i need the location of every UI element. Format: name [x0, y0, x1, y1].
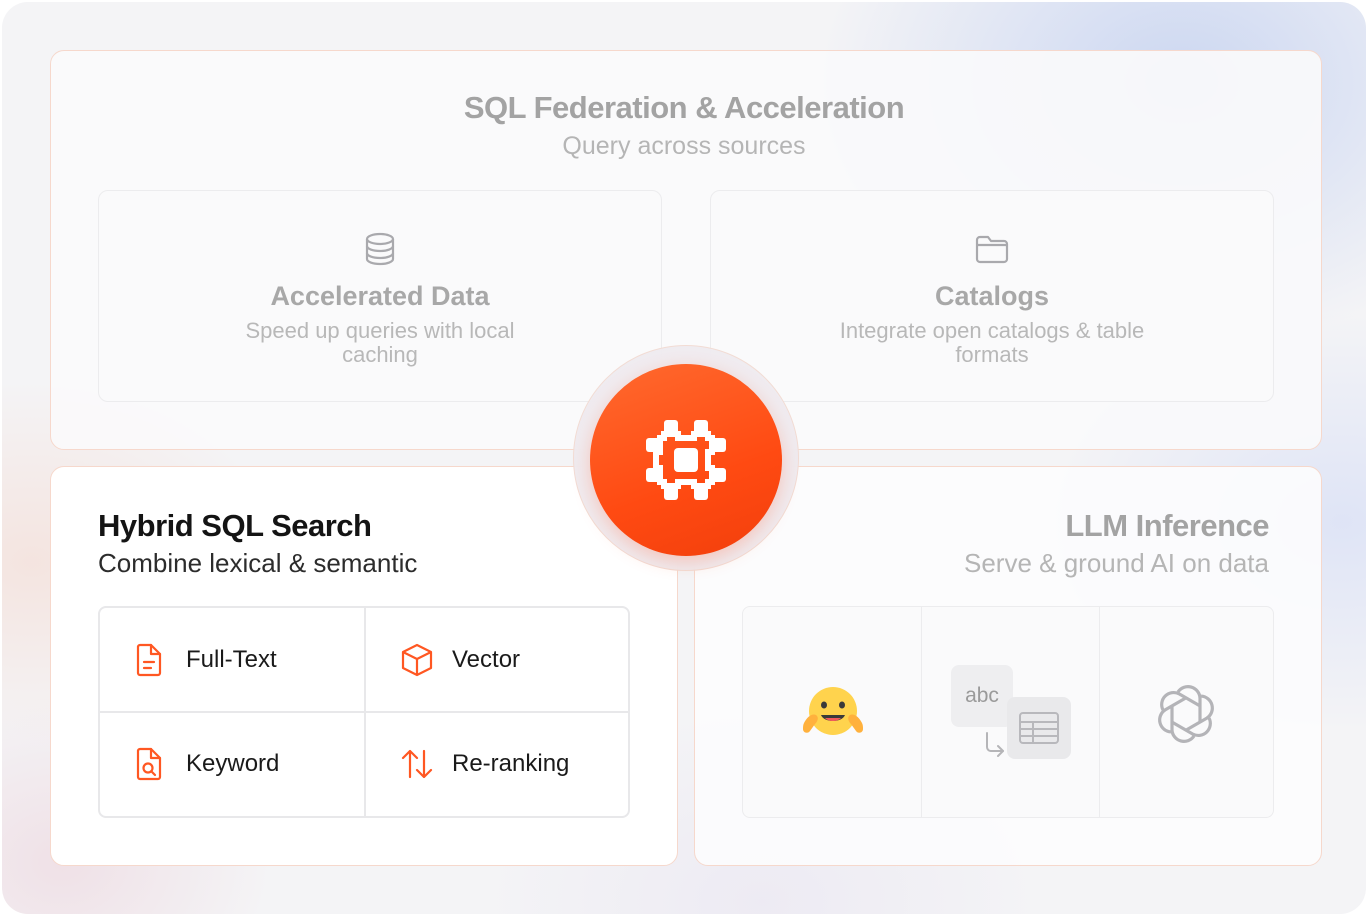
text-token-box: abc	[951, 665, 1013, 727]
feature-label: Full-Text	[186, 646, 277, 673]
catalogs-card: Catalogs Integrate open catalogs & table…	[710, 190, 1274, 402]
document-icon	[136, 643, 162, 677]
hub-logo	[590, 364, 782, 556]
document-search-icon	[136, 747, 162, 781]
feature-label: Re-ranking	[452, 750, 570, 777]
federation-title: SQL Federation & Acceleration	[463, 90, 905, 125]
model-providers: abc	[742, 606, 1274, 818]
catalogs-title: Catalogs	[934, 281, 1050, 311]
arrows-up-down-icon	[401, 749, 433, 779]
feature-keyword: Keyword	[100, 712, 364, 816]
feature-full-text: Full-Text	[100, 608, 364, 712]
openai-icon	[1158, 685, 1214, 743]
spice-logo-icon	[646, 420, 726, 500]
hybrid-search-title: Hybrid SQL Search	[98, 508, 372, 543]
database-icon	[365, 232, 395, 266]
feature-vector: Vector	[366, 608, 630, 712]
llm-inference-subtitle: Serve & ground AI on data	[964, 548, 1269, 578]
arrow-turn-icon	[986, 732, 1004, 757]
table-icon	[1019, 712, 1059, 744]
cube-icon	[401, 643, 433, 677]
feature-label: Keyword	[186, 750, 280, 777]
hybrid-search-subtitle: Combine lexical & semantic	[98, 548, 418, 578]
feature-re-ranking: Re-ranking	[366, 712, 630, 816]
search-features-grid: Full-Text Vector Keyword Re-ranking	[98, 606, 630, 818]
table-box	[1007, 697, 1071, 759]
accelerated-data-title: Accelerated Data	[270, 281, 490, 311]
accelerated-data-description: Speed up queries with local caching	[245, 318, 515, 367]
llm-inference-title: LLM Inference	[1065, 508, 1269, 543]
hugging-face-icon	[803, 687, 863, 735]
folder-icon	[975, 235, 1009, 264]
feature-label: Vector	[452, 646, 521, 673]
federation-subtitle: Query across sources	[562, 132, 806, 160]
catalogs-description: Integrate open catalogs & table formats	[839, 318, 1145, 367]
accelerated-data-card: Accelerated Data Speed up queries with l…	[98, 190, 662, 402]
